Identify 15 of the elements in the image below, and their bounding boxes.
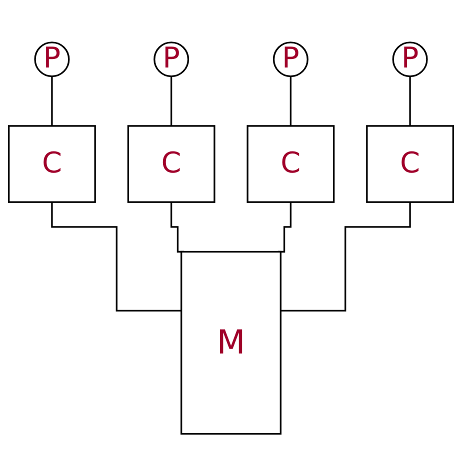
node-circle: P <box>34 41 70 77</box>
node-box: C <box>127 124 216 203</box>
connector <box>409 75 411 126</box>
connector <box>280 200 411 312</box>
node-box: C <box>366 124 454 203</box>
node-box: M <box>180 250 282 434</box>
connector <box>170 75 172 126</box>
node-box: C <box>8 124 96 203</box>
node-box: C <box>246 124 335 203</box>
connector <box>51 200 182 312</box>
connector <box>290 75 292 126</box>
node-circle: P <box>154 41 190 77</box>
node-circle: P <box>392 41 428 77</box>
connector <box>51 75 53 126</box>
node-circle: P <box>272 41 308 77</box>
